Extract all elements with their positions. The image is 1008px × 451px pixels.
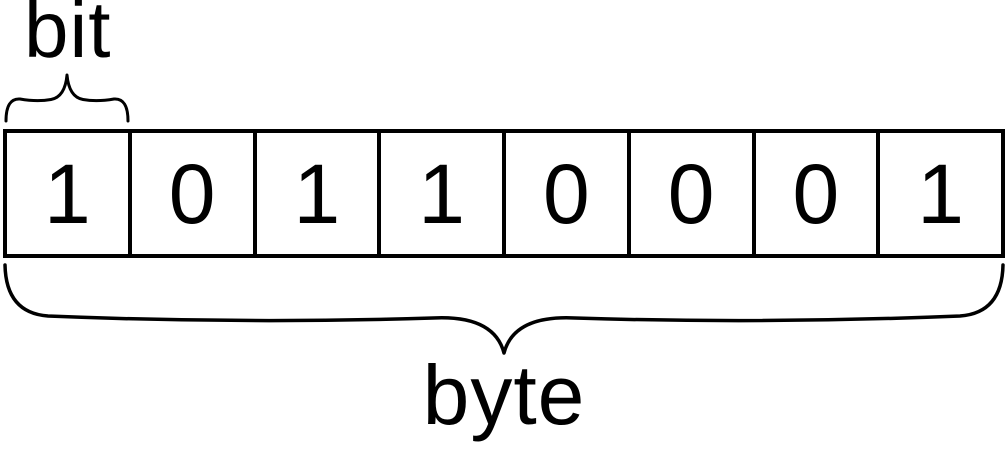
byte-cells: 1 0 1 1 0 0 0 1 <box>3 129 1005 258</box>
bit-cell: 0 <box>506 133 631 254</box>
bit-cell: 0 <box>756 133 881 254</box>
byte-brace-icon <box>3 263 1005 355</box>
bit-cell: 0 <box>132 133 257 254</box>
bit-cell: 0 <box>631 133 756 254</box>
bit-cell: 1 <box>7 133 132 254</box>
byte-label: byte <box>422 348 586 442</box>
bit-brace-icon <box>4 73 130 123</box>
bit-label: bit <box>24 0 112 74</box>
bit-cell: 1 <box>257 133 382 254</box>
bit-cell: 1 <box>917 146 964 241</box>
bit-cell: 1 <box>381 133 506 254</box>
